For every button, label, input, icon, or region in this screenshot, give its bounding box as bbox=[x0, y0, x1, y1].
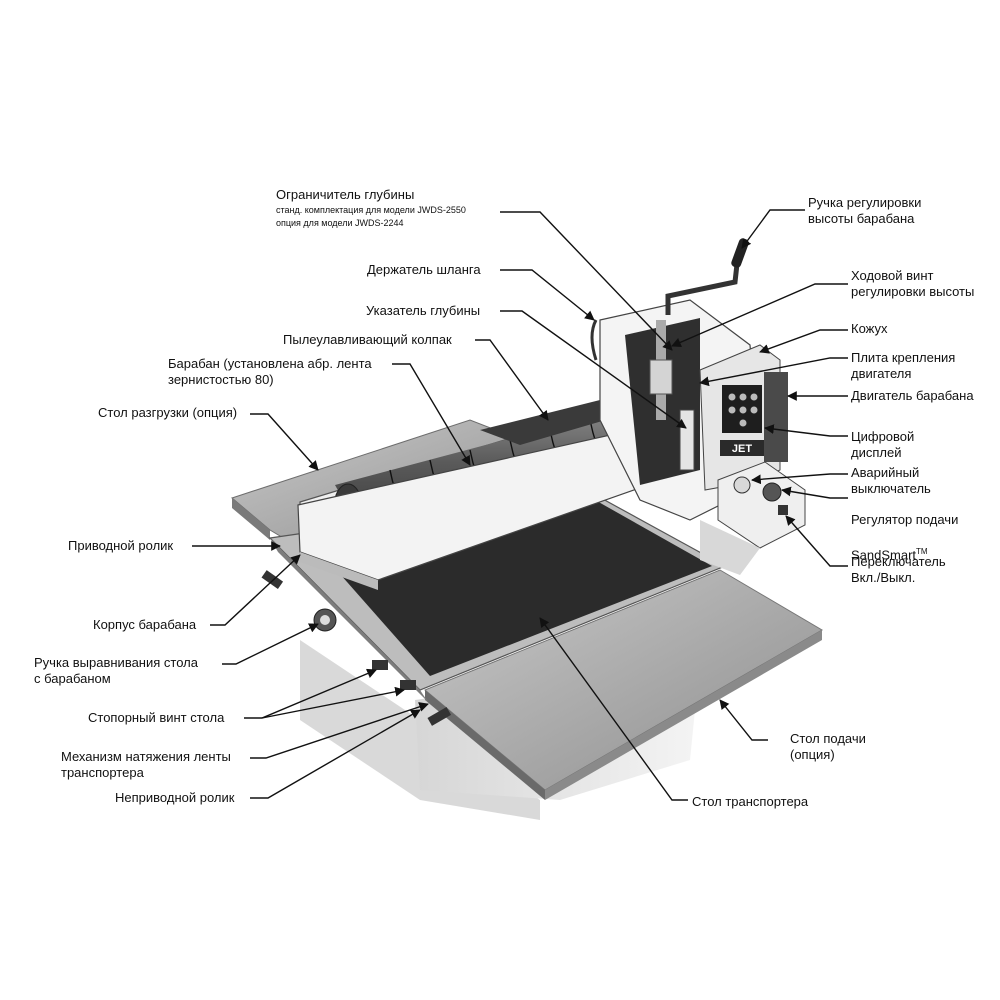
line-lock-2 bbox=[261, 686, 405, 719]
line-tension bbox=[250, 702, 429, 759]
line-depth-limiter bbox=[500, 211, 673, 351]
label-outfeed-table: Стол разгрузки (опция) bbox=[98, 405, 238, 420]
label-housing: Кожух bbox=[851, 321, 888, 336]
line-conveyor bbox=[539, 617, 688, 801]
label-sandsmart: SandSmart bbox=[851, 547, 917, 563]
line-feed bbox=[781, 486, 848, 499]
lock-screw-2 bbox=[400, 680, 416, 690]
line-depth-indicator bbox=[500, 310, 687, 429]
label-lead-screw: Ходовой винт регулировки высоты bbox=[851, 268, 975, 299]
infeed-table-edge bbox=[425, 690, 545, 800]
depth-indicator-shape bbox=[679, 409, 695, 471]
label-idler-roller: Неприводной ролик bbox=[115, 790, 235, 805]
label-on-off-switch: Переключатель Вкл./Выкл. bbox=[851, 554, 946, 585]
machine-illustration: JET bbox=[230, 238, 823, 820]
hose-holder-shape bbox=[590, 319, 598, 361]
line-height-handle bbox=[741, 209, 805, 249]
line-outfeed bbox=[250, 413, 319, 471]
on-off-toggle bbox=[778, 505, 788, 515]
label-emergency-switch: Аварийный выключатель bbox=[851, 465, 931, 496]
tension-handle bbox=[261, 570, 284, 590]
line-infeed bbox=[719, 699, 768, 741]
label-sandsmart-tm: TM bbox=[916, 547, 928, 556]
line-dust-hood bbox=[475, 339, 549, 421]
control-pedestal bbox=[700, 520, 760, 575]
label-motor-plate: Плита крепления двигателя bbox=[851, 350, 956, 381]
line-idler bbox=[250, 709, 421, 799]
label-drum-body: Корпус барабана bbox=[93, 617, 197, 632]
emergency-button bbox=[733, 476, 751, 494]
line-housing bbox=[759, 329, 848, 354]
line-motor-plate bbox=[699, 357, 848, 387]
label-digital-display: Цифровой дисплей bbox=[851, 429, 915, 460]
brand-plate bbox=[720, 440, 764, 456]
label-drive-roller: Приводной ролик bbox=[68, 538, 174, 553]
line-display bbox=[764, 424, 848, 437]
label-conveyor-table: Стол транспортера bbox=[692, 794, 809, 809]
label-depth-limiter: Ограничитель глубины bbox=[276, 187, 415, 202]
line-onoff bbox=[785, 515, 848, 567]
label-feed-regulator: Регулятор подачи SandSmartTM bbox=[851, 496, 958, 563]
infeed-table-front-edge bbox=[545, 630, 822, 800]
label-depth-limiter-opt: опция для модели JWDS-2244 bbox=[276, 218, 404, 228]
label-belt-tension: Механизм натяжения ленты транспортера bbox=[61, 749, 231, 780]
label-hose-holder: Держатель шланга bbox=[367, 262, 481, 277]
label-depth-limiter-std: станд. комплектация для модели JWDS-2550 bbox=[276, 205, 466, 215]
label-dust-hood: Пылеулавливающий колпак bbox=[283, 332, 452, 347]
label-drum-motor: Двигатель барабана bbox=[851, 388, 974, 403]
label-infeed-table: Стол подачи (опция) bbox=[790, 731, 866, 762]
line-emergency bbox=[751, 473, 848, 485]
label-height-handle: Ручка регулировки высоты барабана bbox=[808, 195, 922, 226]
line-hose-holder bbox=[500, 269, 595, 321]
line-lead-screw bbox=[671, 283, 848, 347]
lock-screw-1 bbox=[372, 660, 388, 670]
outfeed-table-edge bbox=[232, 498, 270, 540]
label-feed-regulator-line1: Регулятор подачи bbox=[851, 512, 959, 527]
feed-knob bbox=[762, 482, 782, 502]
tension-handle-2 bbox=[427, 707, 452, 726]
line-drum-body bbox=[210, 554, 301, 626]
line-align bbox=[222, 623, 319, 665]
crank bbox=[665, 254, 741, 315]
label-drum: Барабан (установлена абр. лента зернисто… bbox=[168, 356, 372, 387]
motor-shape bbox=[764, 372, 788, 462]
callout-lines bbox=[192, 209, 848, 801]
label-table-lock-screw: Стопорный винт стола bbox=[88, 710, 225, 725]
brand-logo: JET bbox=[732, 443, 752, 455]
line-drum bbox=[392, 363, 471, 466]
conveyor-front-rail bbox=[270, 538, 428, 702]
label-depth-indicator: Указатель глубины bbox=[366, 303, 481, 318]
label-table-align-handle: Ручка выравнивания стола с барабаном bbox=[34, 655, 198, 686]
